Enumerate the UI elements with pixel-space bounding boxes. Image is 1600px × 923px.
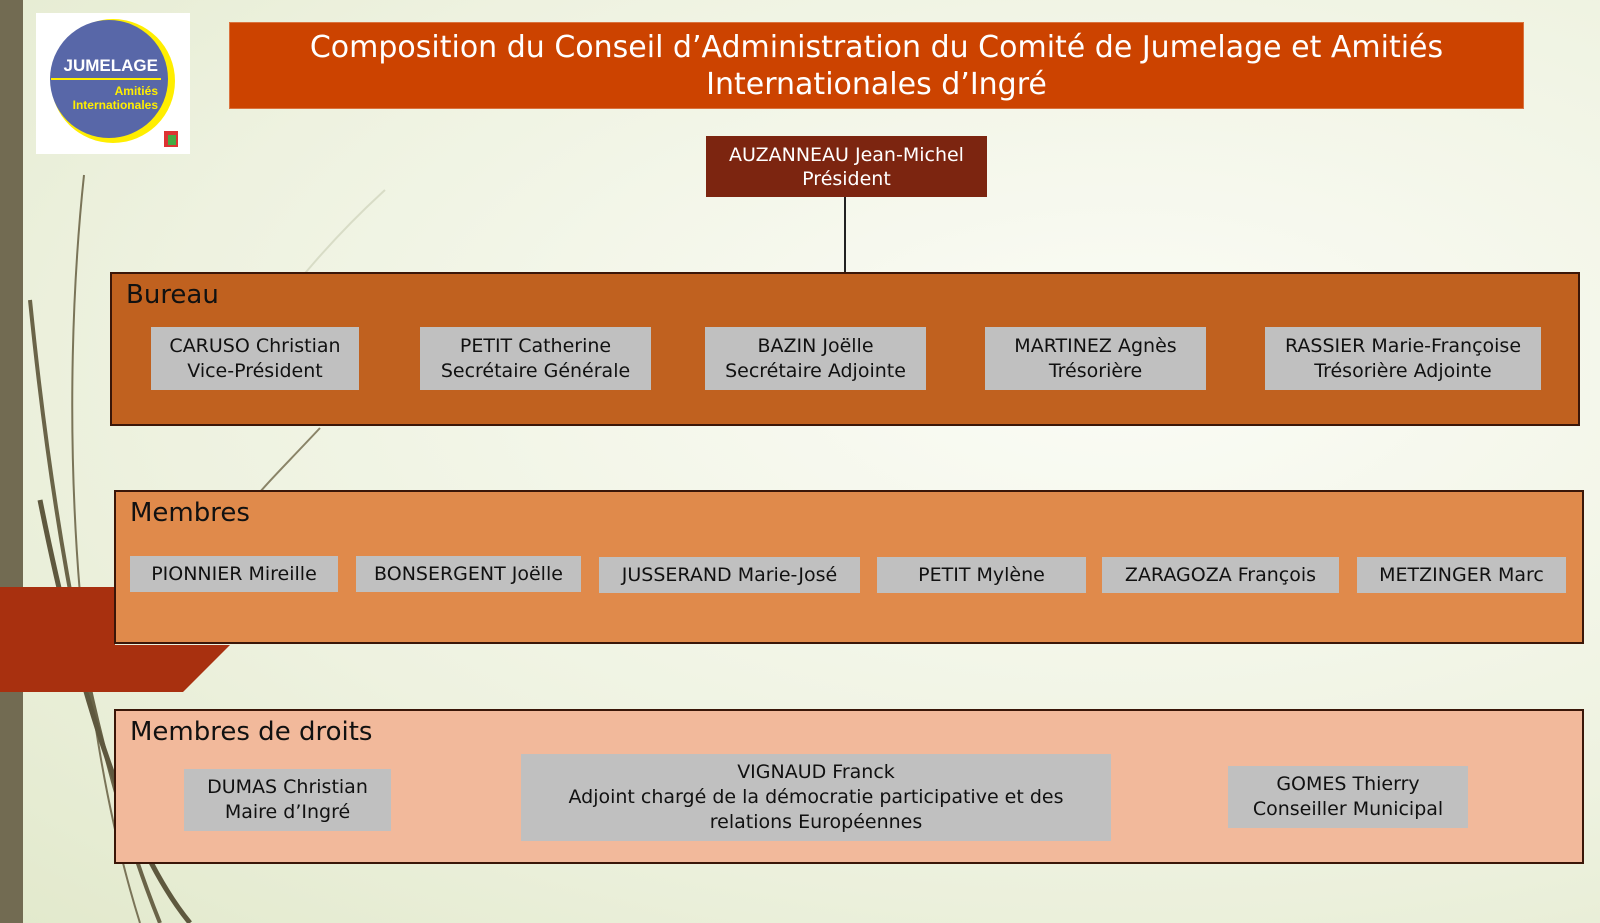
member-role: Vice-Président: [187, 359, 323, 382]
member-role: Trésorière: [1048, 359, 1143, 382]
member-role: Maire d’Ingré: [224, 801, 351, 823]
title-line-1: Composition du Conseil d’Administration …: [309, 29, 1444, 65]
member-box: JUSSERAND Marie-José: [599, 557, 860, 593]
member-role: Adjoint chargé de la démocratie particip…: [568, 786, 1064, 808]
membres-heading: Membres: [130, 498, 250, 528]
member-role: Secrétaire Générale: [440, 359, 631, 382]
member-name: VIGNAUD Franck: [737, 761, 895, 783]
member-box: BONSERGENT Joëlle: [356, 556, 581, 592]
president-role: Président: [802, 167, 891, 190]
member-name: DUMAS Christian: [207, 776, 368, 798]
slide-title: Composition du Conseil d’Administration …: [229, 22, 1524, 109]
member-box: PETIT Mylène: [877, 557, 1086, 593]
member-name: CARUSO Christian: [169, 334, 341, 357]
svg-text:Internationales: Internationales: [73, 98, 159, 112]
member-box: ZARAGOZA François: [1102, 557, 1339, 593]
member-role: Conseiller Municipal: [1252, 798, 1444, 820]
droits-heading: Membres de droits: [130, 717, 373, 747]
president-name: AUZANNEAU Jean-Michel: [729, 143, 964, 166]
member-name: RASSIER Marie-Françoise: [1284, 334, 1522, 357]
connector-line: [844, 197, 846, 272]
title-line-2: Internationales d’Ingré: [706, 66, 1047, 102]
member-role: Secrétaire Adjointe: [725, 359, 906, 382]
member-role-line-2: relations Européennes: [709, 811, 923, 833]
left-accent-bar: [0, 0, 23, 923]
member-name: MARTINEZ Agnès: [1014, 334, 1177, 357]
member-name: PETIT Catherine: [459, 334, 612, 357]
svg-text:JUMELAGE: JUMELAGE: [64, 56, 158, 75]
member-box: PIONNIER Mireille: [130, 556, 338, 592]
president-box: AUZANNEAU Jean-Michel Président: [706, 136, 987, 197]
svg-text:Amitiés: Amitiés: [115, 84, 159, 98]
member-role: Trésorière Adjointe: [1314, 359, 1492, 382]
member-box: METZINGER Marc: [1357, 557, 1566, 593]
member-name: BAZIN Joëlle: [757, 334, 874, 357]
jumelage-logo: JUMELAGE Amitiés Internationales: [36, 13, 190, 154]
bureau-heading: Bureau: [126, 280, 219, 310]
member-name: GOMES Thierry: [1276, 773, 1420, 795]
